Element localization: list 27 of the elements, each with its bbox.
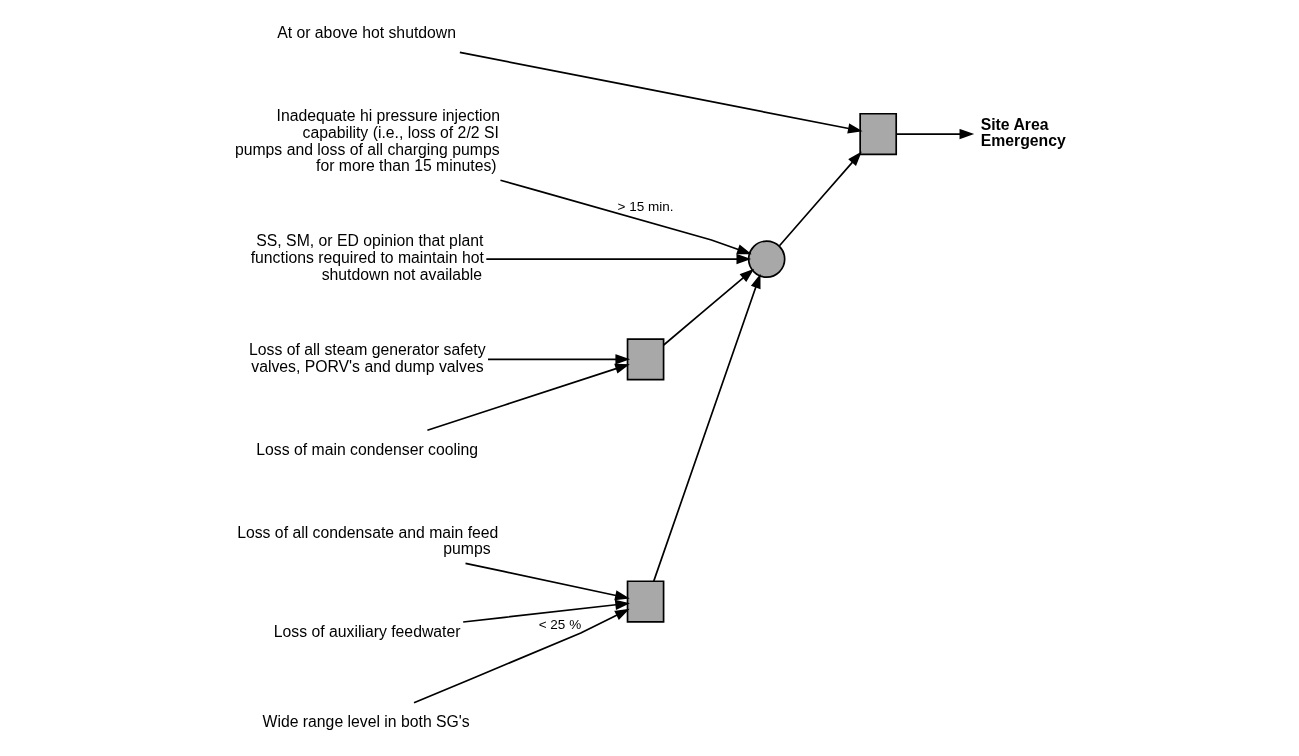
arrow [459, 51, 863, 133]
arrow [662, 268, 755, 346]
arrow [485, 253, 752, 264]
arrow [895, 128, 975, 139]
arrow [652, 273, 761, 582]
node-text: At or above hot shutdown [277, 23, 456, 41]
node-text: Loss of main condenser cooling [256, 440, 479, 458]
arrow [499, 178, 752, 254]
edge-label: < 25 % [538, 616, 582, 632]
node-text: SS, SM, or ED opinion that plant functions required to maintain hot shutdown not available [250, 231, 484, 283]
node-text: Loss of auxiliary feedwater [273, 622, 461, 640]
edge-label: > 15 min. [617, 198, 674, 214]
node-box [626, 337, 665, 380]
arrow [464, 561, 630, 600]
arrow [487, 353, 631, 364]
node-text: Loss of all steam generator safety valves, PORV's and dump valves [249, 340, 486, 375]
arrow [426, 363, 630, 431]
arrow [413, 608, 630, 704]
node-box [859, 112, 898, 155]
node-text: Inadequate hi pressure injection capability (i.e., loss of 2/2 SI pumps and loss of all charging pumps for more than 15 minutes) [234, 106, 501, 174]
arrow [778, 151, 862, 247]
arrow [462, 599, 630, 623]
node-box [626, 579, 665, 623]
node-text: Wide range level in both SG's [262, 712, 470, 730]
node-text: Site Area Emergency [980, 115, 1066, 149]
node-text: Loss of all condensate and main feed pumps [237, 523, 499, 557]
node-circle [747, 239, 786, 278]
